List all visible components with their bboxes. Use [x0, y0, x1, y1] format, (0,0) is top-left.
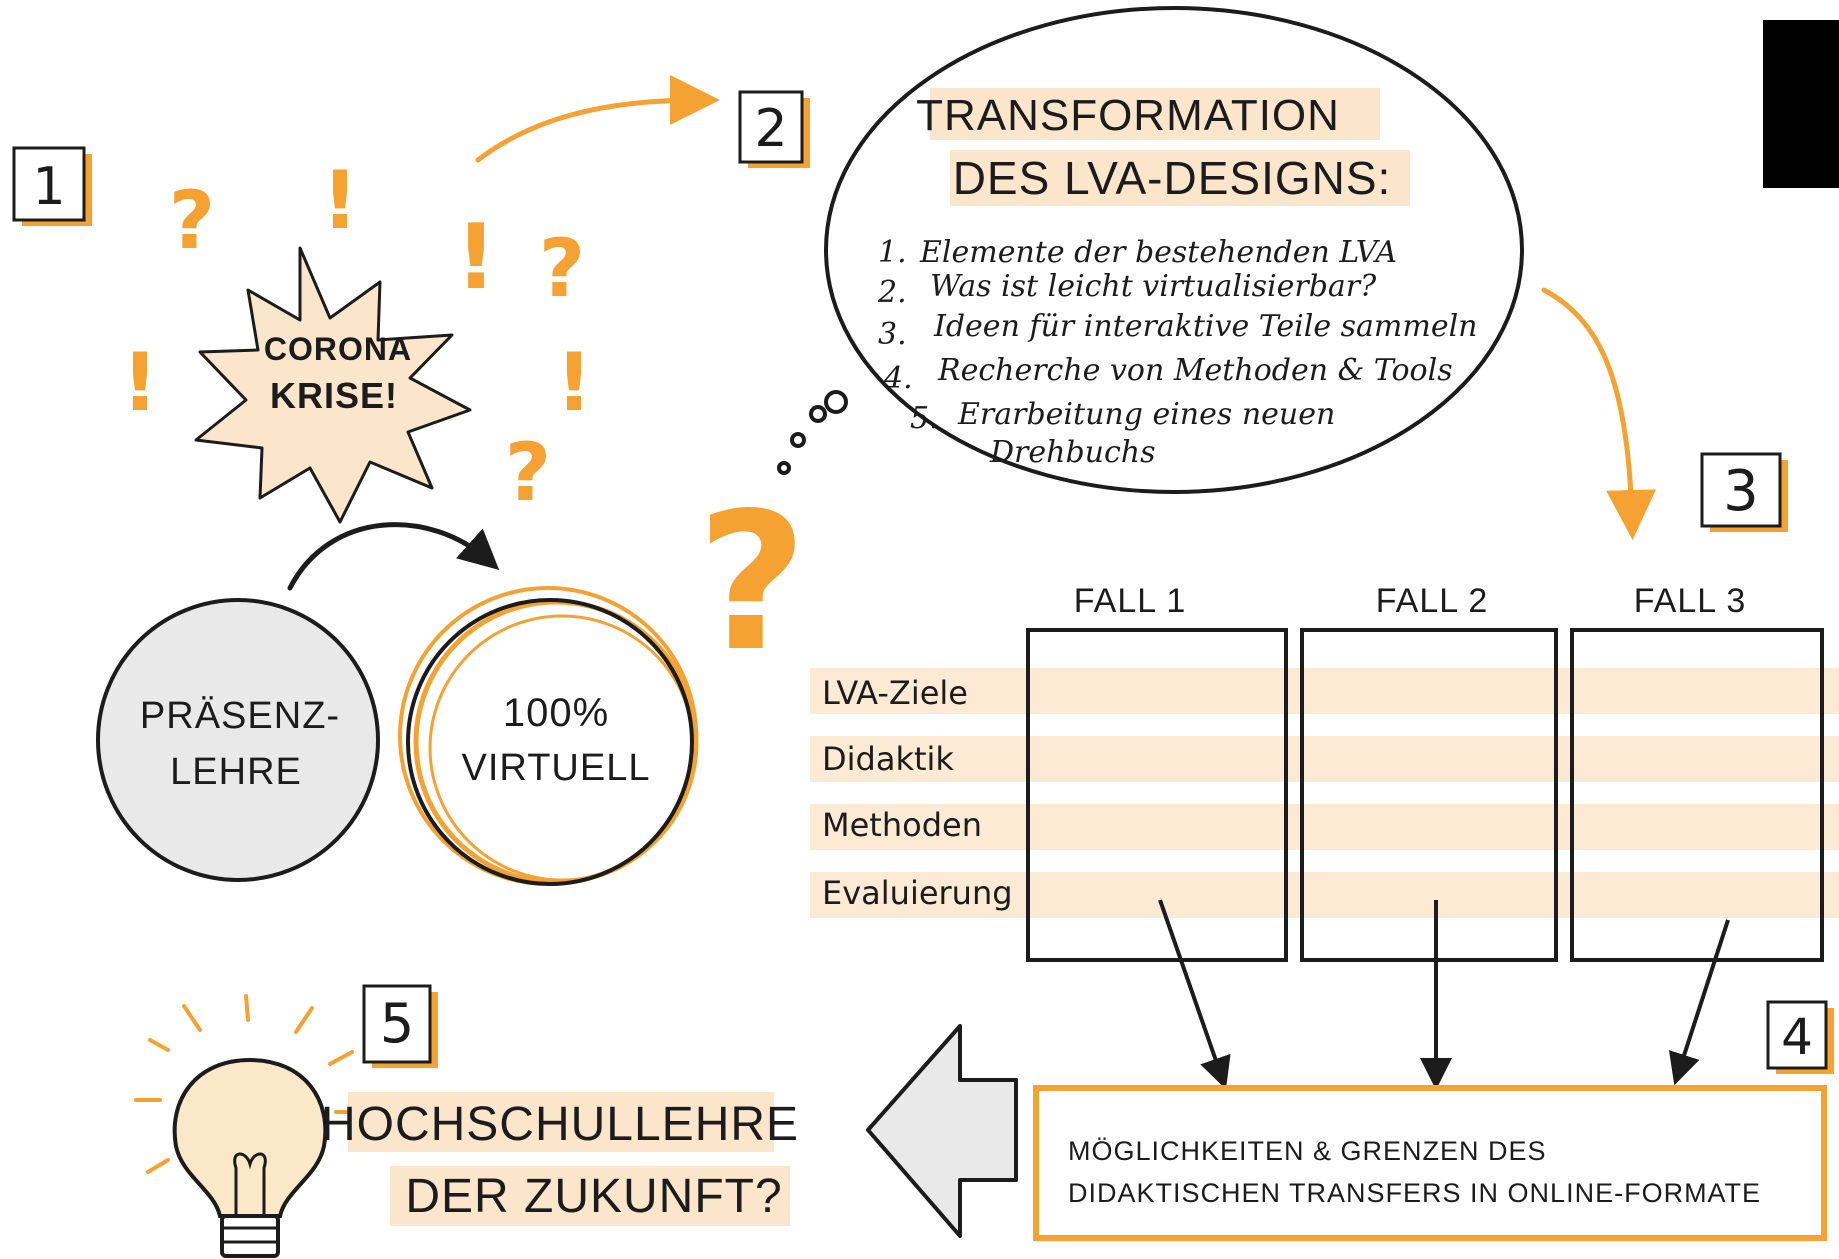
corona-crisis-burst: CORONA KRISE! — [194, 246, 472, 524]
case-column-3 — [1570, 628, 1824, 962]
transformation-title-2: DES LVA-DESIGNS: — [953, 152, 1392, 204]
orange-arrow-to-step2 — [475, 75, 720, 163]
case-table: FALL 1 FALL 2 FALL 3 LVA-Ziele Didaktik … — [810, 582, 1839, 962]
exclamation-mark-4: ! — [556, 336, 592, 429]
virtual-line-2: VIRTUELL — [462, 747, 651, 789]
question-mark-2: ? — [539, 222, 585, 315]
exclamation-mark-2: ! — [455, 205, 496, 310]
row-band-3 — [810, 804, 1839, 850]
title-highlight-1 — [930, 88, 1380, 140]
item-4-num: 4. — [883, 361, 913, 396]
item-2-text: Was ist leicht virtualisierbar? — [930, 269, 1377, 304]
black-square — [1763, 20, 1839, 188]
exclamation-mark-1: ! — [322, 154, 358, 247]
item-4-text: Recherche von Methoden & Tools — [937, 353, 1453, 388]
case-column-2 — [1300, 628, 1558, 962]
item-5-num: 5. — [910, 401, 939, 436]
row-band-2 — [810, 736, 1839, 782]
item-5-text: Erarbeitung eines neuen — [957, 397, 1335, 432]
case-header-3: FALL 3 — [1634, 582, 1746, 620]
crisis-line-1: CORONA — [264, 331, 412, 367]
item-5-text-line2: Drehbuchs — [989, 435, 1156, 470]
question-mark-big: ? — [697, 472, 807, 693]
step-1-badge: 1 — [12, 146, 92, 226]
case-column-1 — [1026, 628, 1288, 962]
step-5-badge: 5 — [362, 984, 438, 1068]
present-line-1: PRÄSENZ- — [140, 695, 340, 737]
row-label-3: Methoden — [822, 806, 982, 844]
question-mark-3: ? — [505, 426, 551, 519]
black-arrow-present-to-virtual — [287, 522, 500, 591]
question-mark-1: ? — [169, 174, 215, 267]
row-band-4 — [810, 872, 1839, 918]
thought-dots — [777, 390, 848, 475]
step-4-badge: 4 — [1766, 1000, 1834, 1074]
result-line-1: MÖGLICHKEITEN & GRENZEN DES — [1068, 1136, 1547, 1166]
item-2-num: 2. — [877, 275, 907, 310]
case-header-1: FALL 1 — [1074, 582, 1186, 620]
item-1-num: 1. — [878, 235, 907, 270]
step-2-number: 2 — [754, 99, 787, 159]
case-header-2: FALL 2 — [1376, 582, 1488, 620]
step-3-number: 3 — [1723, 459, 1759, 524]
item-3-text: Ideen für interaktive Teile sammeln — [933, 309, 1478, 344]
crisis-punctuation: ? ! ! ? ! ! ? ? — [122, 154, 807, 693]
arrow-case1-to-result — [1158, 899, 1231, 1090]
step-1-number: 1 — [32, 157, 65, 217]
row-label-1: LVA-Ziele — [822, 674, 968, 712]
transformation-bubble: TRANSFORMATION DES LVA-DESIGNS: 1. Eleme… — [824, 6, 1524, 494]
title-highlight-2 — [950, 150, 1410, 206]
step-2-badge: 2 — [738, 90, 810, 168]
exclamation-mark-3: ! — [122, 336, 158, 429]
arrow-case3-to-result — [1668, 919, 1730, 1086]
transformation-title-1: TRANSFORMATION — [916, 91, 1340, 140]
result-line-2: DIDAKTISCHEN TRANSFERS IN ONLINE-FORMATE — [1068, 1178, 1761, 1208]
result-box: MÖGLICHKEITEN & GRENZEN DES DIDAKTISCHEN… — [1033, 1085, 1827, 1241]
step-3-badge: 3 — [1700, 452, 1788, 532]
present-line-2: LEHRE — [170, 751, 302, 793]
virtual-teaching-circle: 100% VIRTUELL — [398, 586, 699, 886]
step-5-number: 5 — [380, 992, 414, 1055]
orange-arrow-to-step3 — [1541, 287, 1657, 540]
future-question: HOCHSCHULLEHRE DER ZUKUNFT? — [321, 1092, 799, 1226]
row-label-4: Evaluierung — [822, 874, 1013, 912]
grey-arrow-left — [866, 1024, 1018, 1238]
row-band-1 — [810, 668, 1839, 714]
item-3-num: 3. — [878, 317, 907, 352]
future-line-1: HOCHSCHULLEHRE — [321, 1098, 799, 1151]
lightbulb-icon — [134, 994, 364, 1258]
step-4-number: 4 — [1781, 1008, 1813, 1066]
future-line-2: DER ZUKUNFT? — [405, 1170, 782, 1223]
crisis-line-2: KRISE! — [270, 375, 398, 416]
present-teaching-circle: PRÄSENZ- LEHRE — [96, 598, 380, 882]
item-1-text: Elemente der bestehenden LVA — [919, 235, 1397, 270]
virtual-line-1: 100% — [503, 691, 609, 735]
row-label-2: Didaktik — [822, 740, 954, 778]
